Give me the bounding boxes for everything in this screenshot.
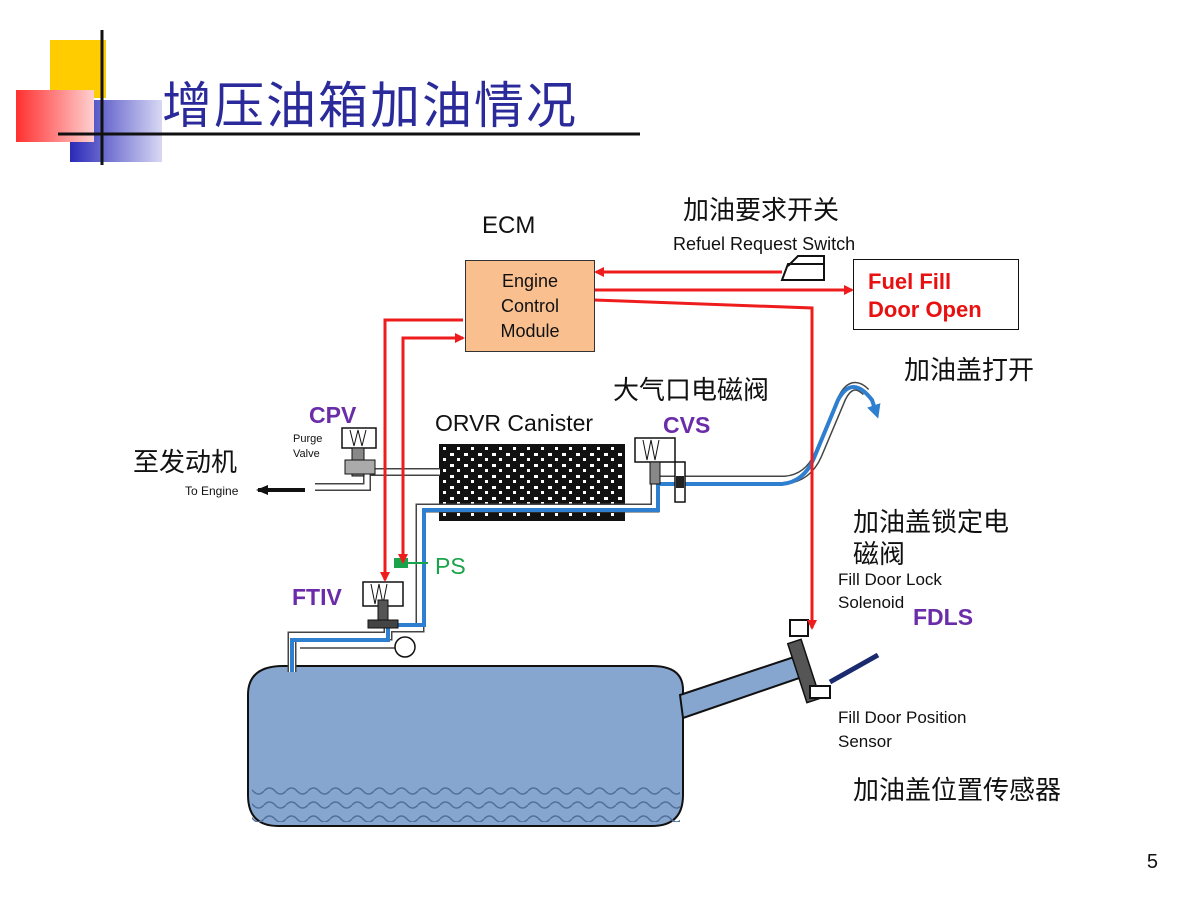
cap-open-cn: 加油盖打开 bbox=[904, 356, 1035, 386]
fuel-fill-door-open-box: Fuel Fill Door Open bbox=[853, 259, 1019, 330]
title-underline bbox=[160, 132, 640, 136]
cpv-sub-1: Purge bbox=[293, 433, 323, 445]
fill-door-sensor-en: Fill Door Position Sensor bbox=[838, 706, 967, 754]
signal-ecm-to-fdls bbox=[593, 298, 817, 630]
vapor-flow-path bbox=[290, 385, 881, 672]
fdls-en: Fill Door Lock Solenoid bbox=[838, 568, 942, 614]
cpv-label: CPV bbox=[309, 402, 357, 428]
fill-door bbox=[828, 652, 880, 685]
fuel-level-waves bbox=[252, 782, 680, 822]
ftiv-valve bbox=[362, 581, 404, 629]
cvs-valve bbox=[634, 437, 686, 503]
signal-lines bbox=[380, 267, 854, 630]
ecm-line-2: Control bbox=[500, 295, 559, 316]
to-engine-en: To Engine bbox=[185, 484, 239, 498]
refuel-switch-en: Refuel Request Switch bbox=[673, 234, 856, 254]
ps-label: PS bbox=[435, 553, 466, 579]
fdls-cn-line-1: 加油盖锁定电 bbox=[853, 508, 1010, 538]
cpv-sublabel: Purge Valve bbox=[293, 432, 322, 462]
canister-label: ORVR Canister bbox=[435, 410, 594, 436]
deco-yellow-square bbox=[50, 40, 106, 98]
to-engine-cn: 至发动机 bbox=[133, 448, 238, 478]
refuel-switch-cn: 加油要求开关 bbox=[683, 196, 840, 226]
fill-door-position-sensor bbox=[809, 685, 831, 699]
check-valve bbox=[394, 636, 416, 658]
cpv-sub-2: Valve bbox=[293, 448, 320, 460]
refuel-request-switch bbox=[780, 255, 825, 281]
sensor-en-line-2: Sensor bbox=[838, 732, 892, 751]
cvs-label: CVS bbox=[663, 412, 711, 438]
atmos-valve-cn: 大气口电磁阀 bbox=[613, 376, 770, 406]
filler-neck bbox=[678, 653, 810, 720]
fdls-en-line-2: Solenoid bbox=[838, 593, 905, 612]
ecm-line-3: Module bbox=[500, 320, 560, 341]
pressure-sensor bbox=[394, 558, 408, 568]
ecm-heading: ECM bbox=[482, 212, 536, 239]
title-decoration bbox=[16, 30, 170, 165]
ecm-line-1: Engine bbox=[501, 270, 559, 291]
sensor-en-line-1: Fill Door Position bbox=[838, 708, 967, 727]
page-title: 增压油箱加油情况 bbox=[162, 77, 578, 135]
fdls-cn-line-2: 磁阀 bbox=[853, 540, 906, 570]
engine-control-module: Engine Control Module bbox=[465, 260, 595, 352]
fdls-abbr: FDLS bbox=[913, 604, 974, 630]
page-number: 5 bbox=[1146, 851, 1158, 873]
fuel-fill-line-2: Door Open bbox=[868, 297, 982, 322]
cpv-valve bbox=[341, 427, 377, 477]
fill-door-sensor-cn: 加油盖位置传感器 bbox=[853, 776, 1062, 806]
signal-ecm-to-ftiv bbox=[380, 318, 463, 582]
fuel-fill-line-1: Fuel Fill bbox=[868, 269, 952, 294]
fdls-en-line-1: Fill Door Lock bbox=[838, 570, 942, 589]
ftiv-label: FTIV bbox=[292, 584, 342, 610]
fill-door-lock-solenoid bbox=[789, 619, 809, 637]
